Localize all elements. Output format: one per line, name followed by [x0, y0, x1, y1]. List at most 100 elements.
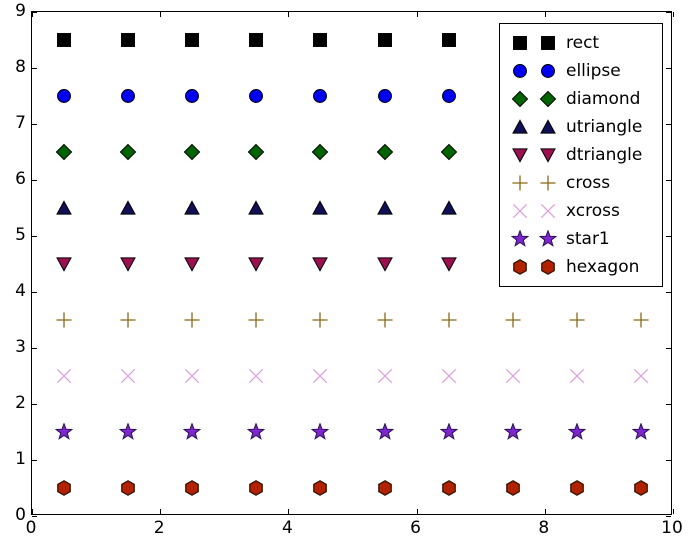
data-point-rect [183, 31, 201, 49]
legend-label-diamond: diamond [566, 89, 641, 109]
y-tick-label: 9 [15, 1, 26, 21]
data-point-utriangle [440, 199, 458, 217]
y-tick-mark-right [666, 404, 671, 405]
x-tick-mark-top [288, 12, 290, 17]
data-point-diamond [376, 143, 394, 161]
legend-handle-group [506, 202, 562, 220]
legend-marker-xcross-icon [539, 202, 557, 220]
x-tick-label: 6 [410, 518, 422, 538]
data-point-star1 [118, 422, 138, 441]
legend-item-cross: cross [506, 169, 656, 197]
legend-item-hexagon: hexagon [506, 253, 656, 281]
data-point-cross [632, 311, 650, 329]
legend-item-xcross: xcross [506, 197, 656, 225]
data-point-rect [311, 31, 329, 49]
data-point-dtriangle [440, 255, 458, 273]
data-point-cross [376, 311, 394, 329]
x-tick-label: 10 [661, 518, 683, 538]
x-tick-mark-top [32, 12, 33, 17]
y-tick-mark [32, 124, 37, 125]
data-point-star1 [439, 422, 458, 441]
data-point-xcross [55, 367, 73, 385]
data-point-star1 [631, 422, 651, 441]
data-point-xcross [440, 367, 458, 385]
data-point-hexagon [247, 479, 265, 497]
y-tick-mark [32, 12, 37, 13]
legend-marker-rect-icon [539, 34, 557, 52]
data-point-cross [504, 311, 522, 329]
data-point-diamond [55, 143, 73, 161]
x-tick-mark-top [160, 12, 162, 17]
y-tick-mark [32, 236, 37, 237]
data-point-rect [376, 31, 394, 49]
data-point-xcross [247, 367, 265, 385]
x-tick-mark-top [544, 12, 546, 17]
legend-marker-hexagon-icon [511, 258, 529, 276]
data-point-rect [247, 31, 265, 49]
y-tick-mark [32, 460, 37, 461]
data-point-cross [311, 311, 329, 329]
data-point-hexagon [119, 479, 137, 497]
data-point-diamond [440, 143, 458, 161]
data-point-cross [440, 311, 458, 329]
data-point-dtriangle [55, 255, 73, 273]
data-point-xcross [311, 367, 329, 385]
data-point-star1 [311, 422, 330, 441]
y-tick-label: 8 [15, 57, 26, 77]
data-point-ellipse [55, 87, 73, 105]
data-point-hexagon [183, 479, 201, 497]
data-point-xcross [183, 367, 201, 385]
y-tick-mark [32, 68, 37, 69]
legend-marker-dtriangle-icon [539, 146, 557, 164]
data-point-xcross [632, 367, 650, 385]
data-point-xcross [119, 367, 137, 385]
y-tick-label: 4 [15, 281, 26, 301]
legend-marker-utriangle-icon [539, 118, 557, 136]
legend-handle-group [506, 229, 562, 248]
legend-handle-group [506, 34, 562, 52]
legend-item-star1: star1 [506, 225, 656, 253]
data-point-rect [119, 31, 137, 49]
legend-label-cross: cross [566, 173, 611, 193]
data-point-star1 [54, 422, 74, 441]
legend-label-utriangle: utriangle [566, 117, 643, 137]
x-tick-mark [544, 509, 546, 514]
y-tick-mark-right [666, 516, 671, 517]
legend-item-ellipse: ellipse [506, 57, 656, 85]
data-point-hexagon [504, 479, 522, 497]
data-point-star1 [182, 422, 202, 441]
y-tick-label: 0 [15, 505, 26, 525]
legend-marker-dtriangle-icon [511, 146, 529, 164]
data-point-star1 [375, 422, 394, 441]
y-tick-mark-right [666, 124, 671, 125]
legend-marker-ellipse-icon [539, 62, 557, 80]
y-tick-mark [32, 292, 37, 293]
data-point-xcross [568, 367, 586, 385]
x-tick-mark [160, 509, 162, 514]
data-point-xcross [376, 367, 394, 385]
y-tick-mark [32, 348, 37, 349]
legend-marker-cross-icon [539, 174, 557, 192]
legend-handle-group [506, 258, 562, 276]
x-tick-mark [288, 509, 290, 514]
data-point-ellipse [311, 87, 329, 105]
data-point-dtriangle [183, 255, 201, 273]
data-point-ellipse [247, 87, 265, 105]
legend-marker-star1-icon [538, 229, 558, 248]
x-tick-mark-top [416, 12, 418, 17]
data-point-utriangle [55, 199, 73, 217]
y-tick-label: 2 [15, 393, 26, 413]
data-point-star1 [247, 422, 266, 441]
legend-handle-group [506, 90, 562, 108]
y-tick-mark-right [666, 12, 671, 13]
data-point-utriangle [311, 199, 329, 217]
data-point-diamond [311, 143, 329, 161]
legend-label-rect: rect [566, 33, 600, 53]
data-point-hexagon [376, 479, 394, 497]
data-point-hexagon [568, 479, 586, 497]
y-tick-mark-right [666, 460, 671, 461]
y-tick-mark-right [666, 180, 671, 181]
data-point-dtriangle [311, 255, 329, 273]
y-tick-label: 7 [15, 113, 26, 133]
legend-handle-group [506, 174, 562, 192]
